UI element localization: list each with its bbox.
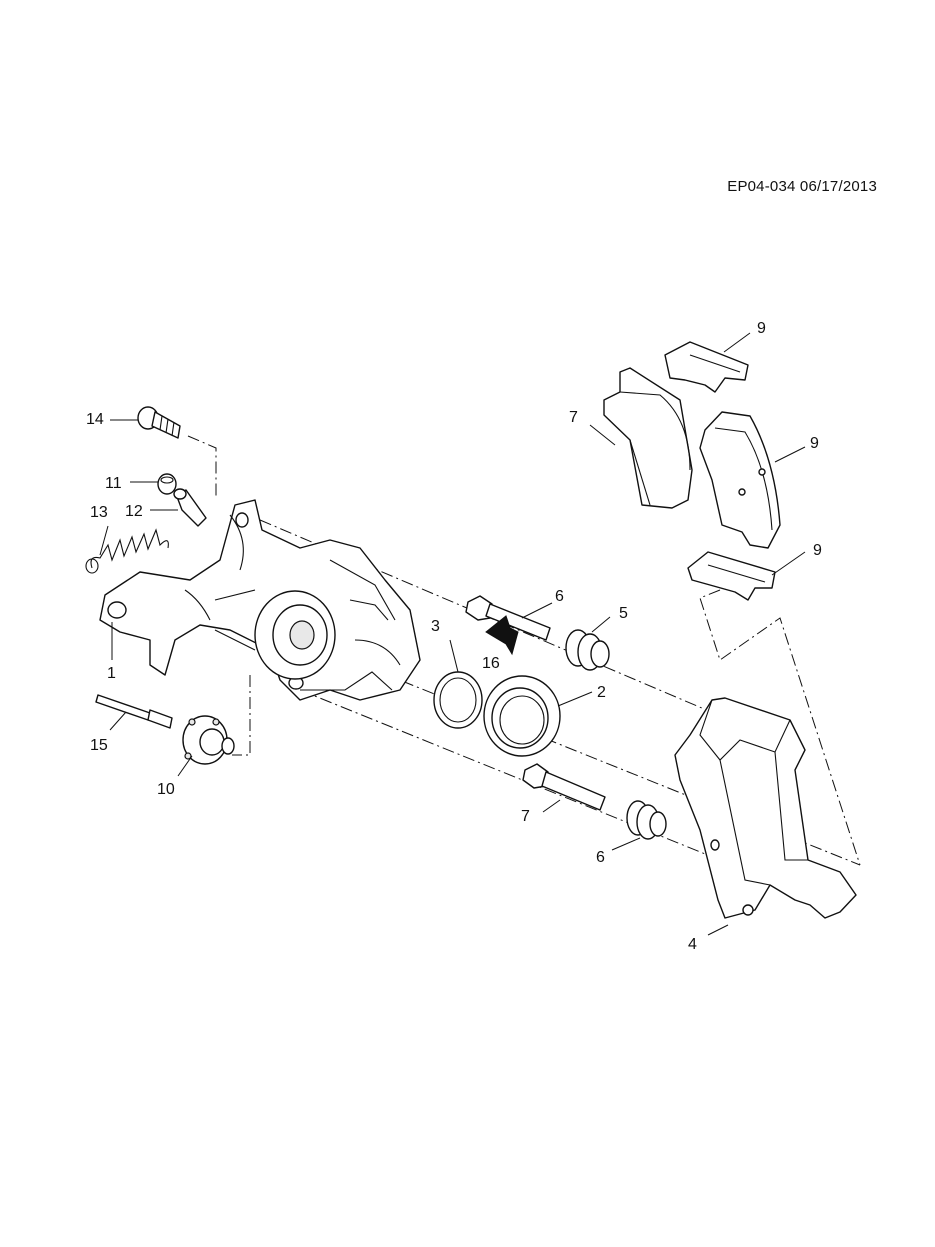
- piston: [483, 675, 561, 757]
- callout-14: 14: [86, 411, 104, 428]
- guide-pin-lower: [522, 763, 606, 811]
- callout-7-right: 9: [810, 435, 819, 452]
- callout-11: 11: [105, 475, 122, 492]
- piston-seal: [433, 671, 483, 729]
- leader-lines: [99, 332, 806, 936]
- direction-arrow: [485, 615, 519, 656]
- brake-pad-outer: [699, 411, 781, 549]
- callout-5-upper: 5: [619, 605, 628, 622]
- actuator: [182, 715, 235, 765]
- boot-lower: [626, 800, 667, 840]
- sensor-pin: [95, 694, 173, 729]
- callout-6-lower: 7: [521, 808, 530, 825]
- guide-pin-upper: [465, 595, 551, 641]
- callout-13: 13: [90, 504, 108, 521]
- pad-clip-upper: [664, 341, 749, 393]
- callout-9-lower: 9: [813, 542, 822, 559]
- caliper-housing: [99, 499, 421, 701]
- diagram-reference: EP04-034 06/17/2013: [727, 178, 877, 195]
- bolt: [137, 406, 181, 439]
- callout-7-left: 7: [569, 409, 578, 426]
- callout-10: 10: [157, 781, 175, 798]
- callout-5-lower: 6: [596, 849, 605, 866]
- bleeder-screw: [173, 488, 207, 527]
- callout-9-upper: 9: [757, 320, 766, 337]
- bleeder-cap: [157, 473, 177, 495]
- callout-16: 16: [482, 655, 500, 672]
- callout-15: 15: [90, 737, 108, 754]
- caliper-bracket: [674, 697, 857, 919]
- callout-1: 1: [107, 665, 116, 682]
- brake-pad-inner: [603, 367, 693, 509]
- callout-12: 12: [125, 503, 143, 520]
- pad-clip-lower: [687, 551, 776, 601]
- callout-2: 2: [597, 684, 606, 701]
- callout-6-upper: 6: [555, 588, 564, 605]
- callout-labels: 14 11 12 13 1 15 10 3 16 6 5 2 7 6 4 7 9…: [86, 320, 822, 953]
- boot-upper: [565, 629, 610, 671]
- spring: [85, 528, 169, 574]
- callout-4: 4: [688, 936, 697, 953]
- callout-3: 3: [431, 618, 440, 635]
